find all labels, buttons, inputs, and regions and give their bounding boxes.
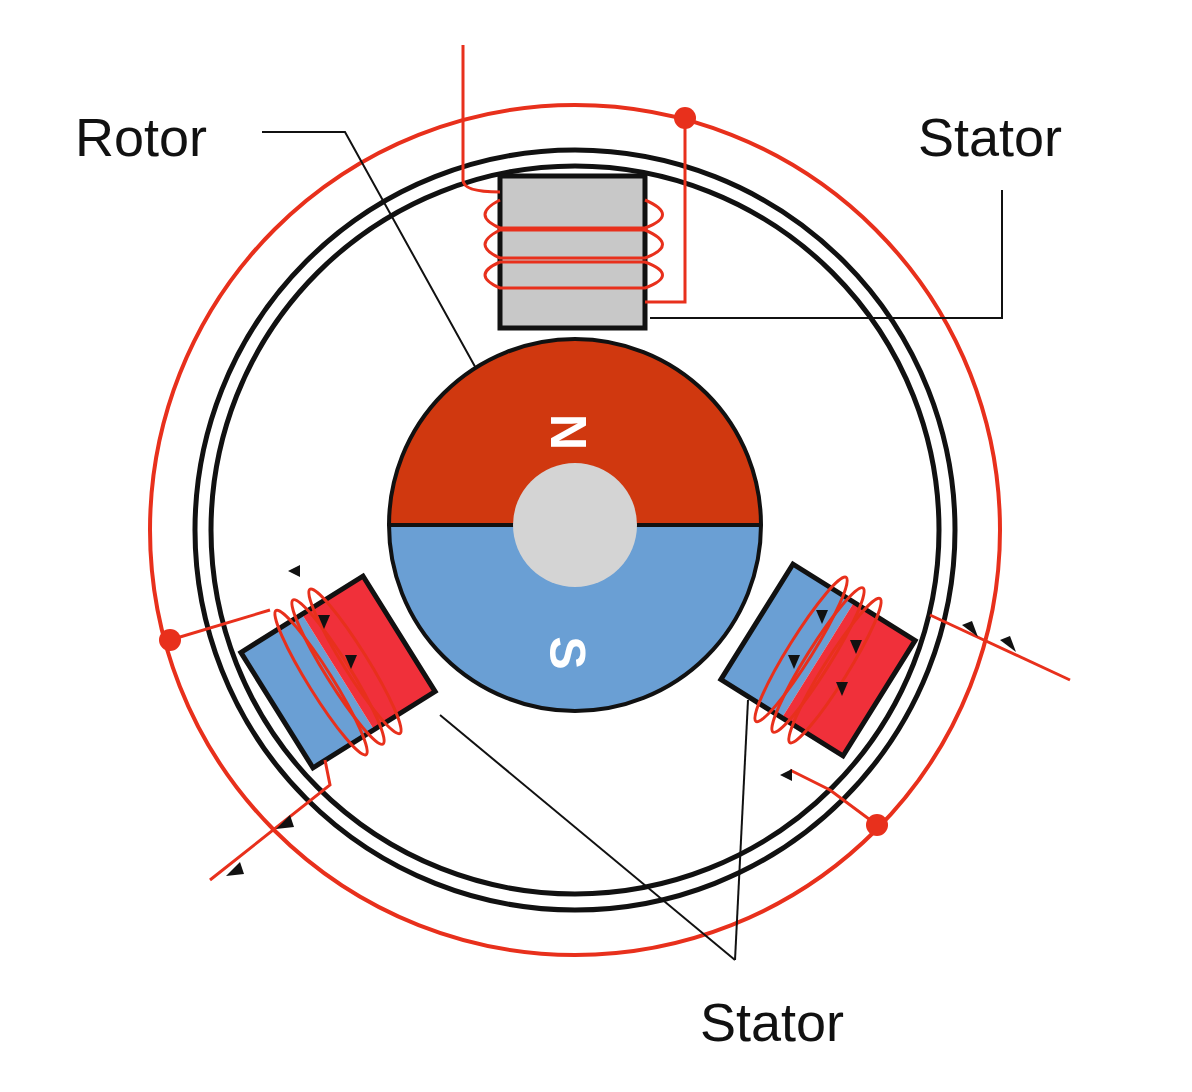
pole-letter: N xyxy=(543,414,593,450)
part-label: Rotor xyxy=(75,110,207,164)
rotor-pole: N xyxy=(387,337,763,525)
part-label: Stator xyxy=(700,995,844,1049)
pole-shape xyxy=(387,525,763,713)
pole-letter: S xyxy=(542,637,592,670)
rotor-pole: S xyxy=(387,525,763,713)
part-label: Stator xyxy=(918,110,1062,164)
